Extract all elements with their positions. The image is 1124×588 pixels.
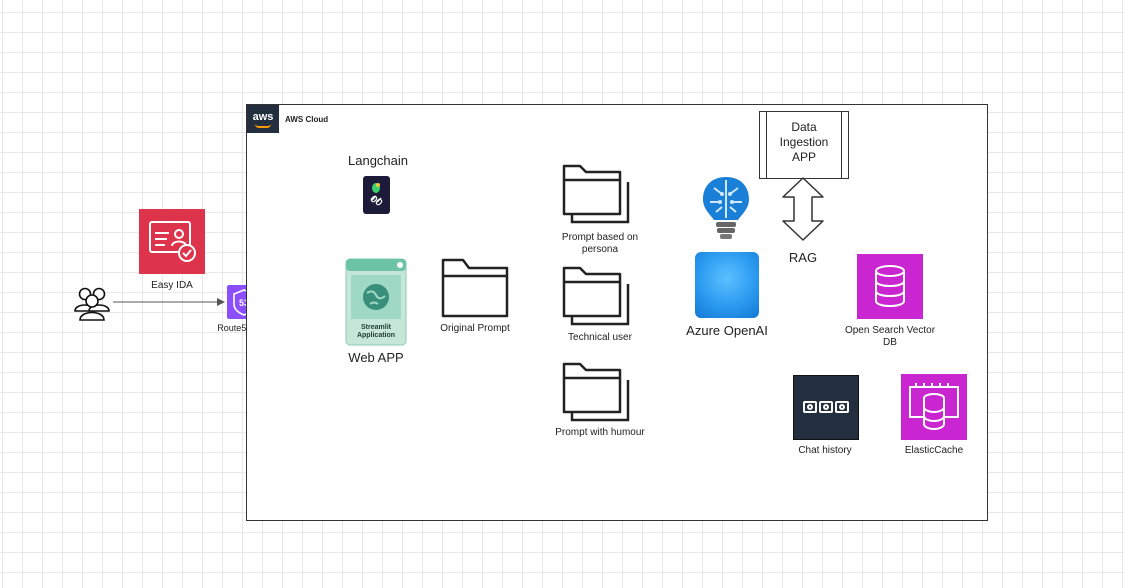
aws-cloud-label: AWS Cloud bbox=[285, 115, 329, 124]
data-ingestion-label: Data Ingestion APP bbox=[779, 120, 829, 164]
azure-openai-icon bbox=[695, 252, 759, 318]
elasticache-node bbox=[901, 374, 967, 440]
langchain-label: Langchain bbox=[348, 153, 408, 168]
folder-icon bbox=[441, 258, 509, 318]
web-app-label: Web APP bbox=[348, 350, 404, 365]
streamlit-caption: Streamlit Application bbox=[356, 324, 396, 340]
open-search-label: Open Search Vector DB bbox=[844, 325, 936, 348]
folders-icon bbox=[562, 362, 632, 424]
rag-label: RAG bbox=[788, 250, 818, 265]
chat-history-label: Chat history bbox=[798, 445, 852, 456]
chain-link-icon bbox=[803, 401, 849, 413]
route53-label: Route53 DNS bbox=[217, 323, 273, 333]
easy-ida-label: Easy IDA bbox=[151, 280, 193, 291]
original-prompt-label: Original Prompt bbox=[440, 323, 510, 334]
chat-history-node bbox=[793, 375, 859, 440]
streamlit-window-icon bbox=[345, 258, 407, 346]
data-ingestion-node: Data Ingestion APP bbox=[759, 111, 849, 179]
web-app-node: Streamlit Application bbox=[345, 258, 407, 346]
users-icon bbox=[72, 283, 112, 323]
azure-openai-label: Azure OpenAI bbox=[686, 323, 768, 338]
aws-logo: aws bbox=[247, 105, 279, 133]
folders-icon bbox=[562, 164, 632, 226]
technical-user-label: Technical user bbox=[568, 332, 632, 343]
route53-badge: 53 bbox=[239, 298, 249, 308]
easy-ida-node bbox=[139, 209, 205, 274]
folders-icon bbox=[562, 266, 632, 328]
elasticache-label: ElasticCache bbox=[904, 445, 964, 456]
elasticache-icon bbox=[909, 383, 959, 431]
double-arrow-icon bbox=[781, 177, 825, 241]
prompt-persona-label: Prompt based on persona bbox=[561, 232, 639, 255]
prompt-humour-label: Prompt with humour bbox=[555, 427, 645, 438]
id-card-check-icon bbox=[149, 221, 196, 262]
brain-lightbulb-icon bbox=[700, 174, 752, 242]
open-search-node bbox=[857, 254, 923, 319]
database-icon bbox=[875, 265, 905, 308]
parrot-chain-icon bbox=[363, 176, 390, 214]
